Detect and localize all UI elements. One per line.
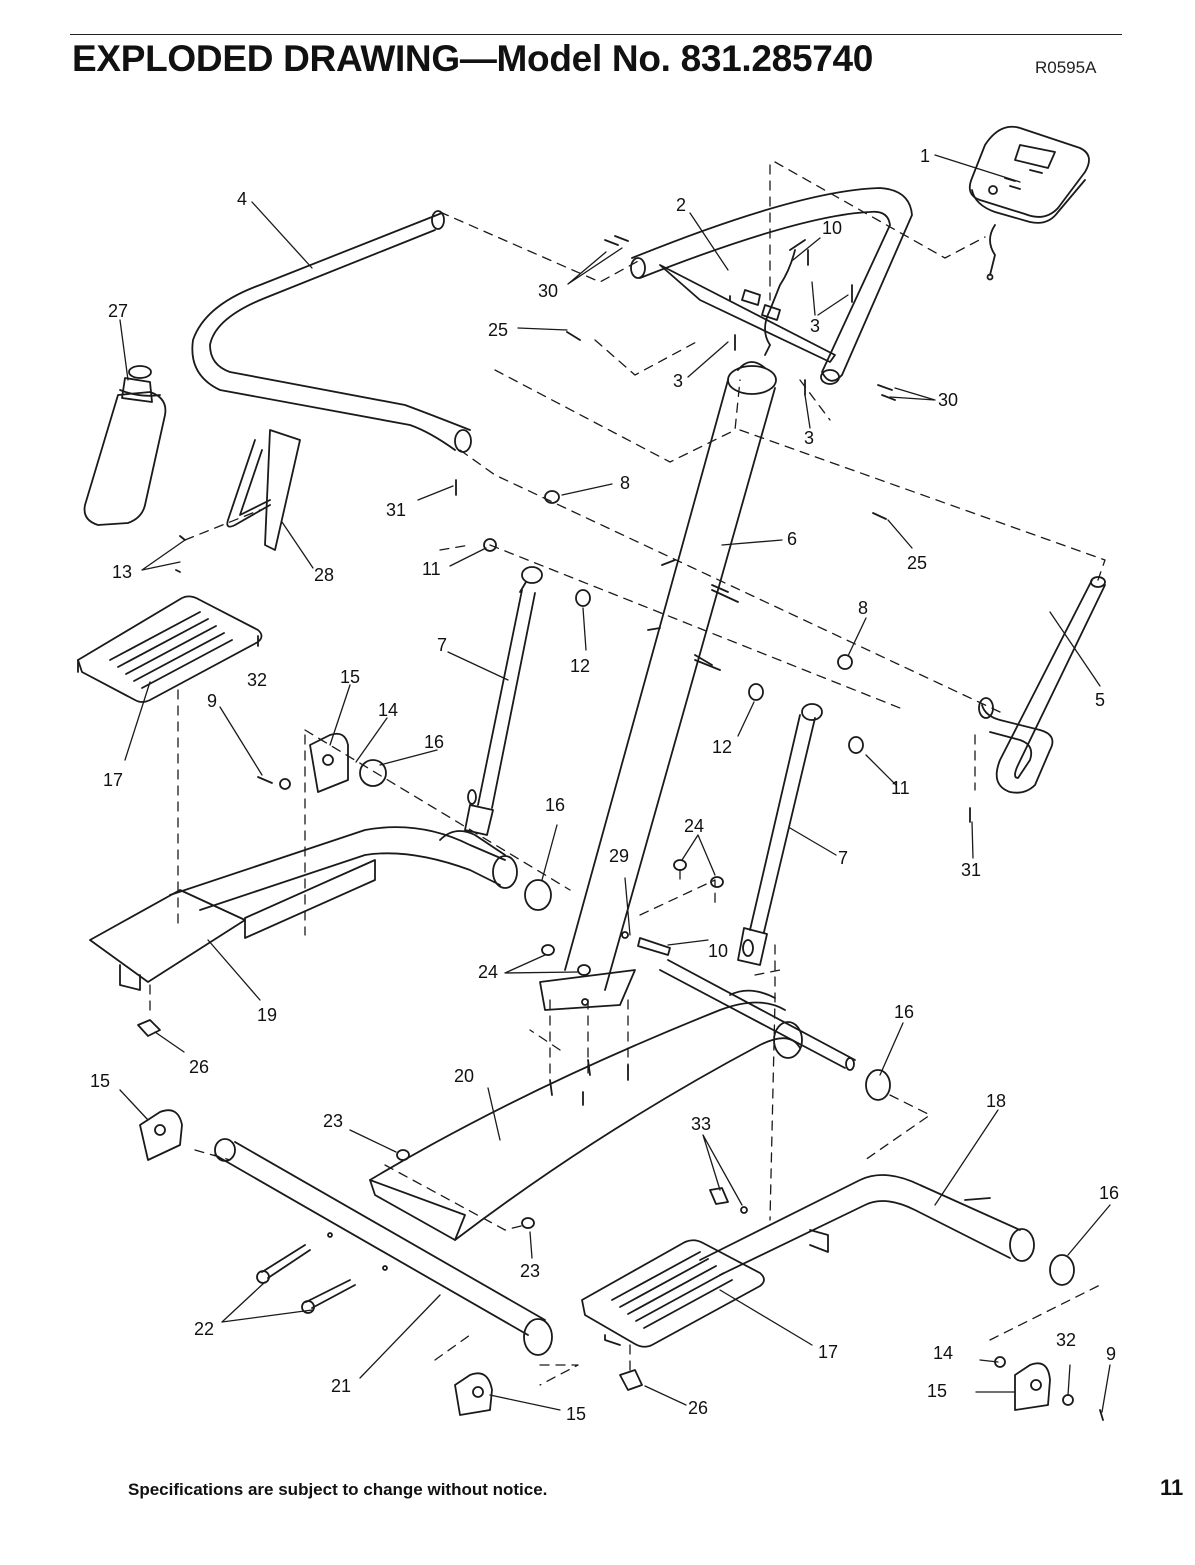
callout-16a: 16	[424, 732, 444, 752]
front-stabilizer	[214, 1138, 553, 1356]
carriage-bolts	[256, 1244, 356, 1314]
assembly-lines	[149, 161, 1106, 1386]
callout-6: 6	[787, 529, 797, 549]
callout-16c: 16	[894, 1002, 914, 1022]
callout-18: 18	[986, 1091, 1006, 1111]
left-pedal	[77, 595, 263, 703]
callout-30b: 30	[938, 390, 958, 410]
footer-note: Specifications are subject to change wit…	[128, 1480, 548, 1499]
callout-19: 19	[257, 1005, 277, 1025]
callout-12a: 12	[570, 656, 590, 676]
callout-32a: 32	[247, 670, 267, 690]
leader-lines	[119, 154, 1111, 1413]
callout-24a: 24	[684, 816, 704, 836]
callout-8a: 8	[620, 473, 630, 493]
callout-23b: 23	[520, 1261, 540, 1281]
doc-code: R0595A	[1035, 58, 1097, 77]
callout-22: 22	[194, 1319, 214, 1339]
callout-31b: 31	[961, 860, 981, 880]
page-title: EXPLODED DRAWING—Model No. 831.285740	[72, 38, 874, 79]
callout-23a: 23	[323, 1111, 343, 1131]
water-bottle	[83, 365, 167, 526]
right-handlebar	[978, 576, 1106, 794]
callout-7b: 7	[838, 848, 848, 868]
callout-17a: 17	[103, 770, 123, 790]
base-frame	[369, 959, 856, 1241]
callout-11a: 11	[422, 559, 441, 579]
callout-17b: 17	[818, 1342, 838, 1362]
callout-24b: 24	[478, 962, 498, 982]
callout-8b: 8	[858, 598, 868, 618]
left-handlebar	[191, 210, 472, 453]
callout-16d: 16	[1099, 1183, 1119, 1203]
callout-26a: 26	[189, 1057, 209, 1077]
right-pedal	[581, 1239, 765, 1348]
callout-10b: 10	[708, 941, 728, 961]
callout-25a: 25	[488, 320, 508, 340]
callout-3a: 3	[673, 371, 683, 391]
callout-31a: 31	[386, 500, 406, 520]
callout-20: 20	[454, 1066, 474, 1086]
left-cylinder	[464, 566, 543, 836]
callout-5: 5	[1095, 690, 1105, 710]
callout-labels: 1 2 3 3 3 4 5 6 7 7 8 8 9 9 10 10 11 11 …	[90, 146, 1119, 1424]
callout-14b: 14	[933, 1343, 953, 1363]
callout-9a: 9	[207, 691, 217, 711]
page-number: 11	[1160, 1475, 1184, 1500]
callout-25b: 25	[907, 553, 927, 573]
left-pedal-arm	[89, 826, 518, 991]
callout-30a: 30	[538, 281, 558, 301]
callout-27: 27	[108, 301, 128, 321]
bottle-cage	[226, 429, 301, 551]
wheels	[359, 759, 1075, 1286]
callout-3c: 3	[804, 428, 814, 448]
callout-28: 28	[314, 565, 334, 585]
callout-15d: 15	[927, 1381, 947, 1401]
callout-14a: 14	[378, 700, 398, 720]
upright-post	[539, 361, 777, 1011]
right-cylinder	[737, 703, 823, 966]
callout-11b: 11	[891, 778, 910, 798]
callout-15b: 15	[90, 1071, 110, 1091]
handlebar-bracket	[630, 187, 913, 385]
hardware	[455, 235, 971, 976]
callout-15a: 15	[340, 667, 360, 687]
callout-3b: 3	[810, 316, 820, 336]
callout-29: 29	[609, 846, 629, 866]
callout-7a: 7	[437, 635, 447, 655]
callout-32b: 32	[1056, 1330, 1076, 1350]
callout-10a: 10	[822, 218, 842, 238]
callout-2: 2	[676, 195, 686, 215]
callout-9b: 9	[1106, 1344, 1116, 1364]
callout-21: 21	[331, 1376, 351, 1396]
callout-33: 33	[691, 1114, 711, 1134]
callout-26b: 26	[688, 1398, 708, 1418]
callout-4: 4	[237, 189, 247, 209]
header-rule	[70, 34, 1122, 35]
console-part	[968, 125, 1090, 281]
callout-16b: 16	[545, 795, 565, 815]
callout-1: 1	[920, 146, 930, 166]
callout-15c: 15	[566, 1404, 586, 1424]
callout-13: 13	[112, 562, 132, 582]
callout-12b: 12	[712, 737, 732, 757]
end-caps	[139, 732, 1051, 1416]
right-pedal-arm	[699, 1174, 1035, 1276]
misc-small-parts	[137, 535, 1104, 1421]
